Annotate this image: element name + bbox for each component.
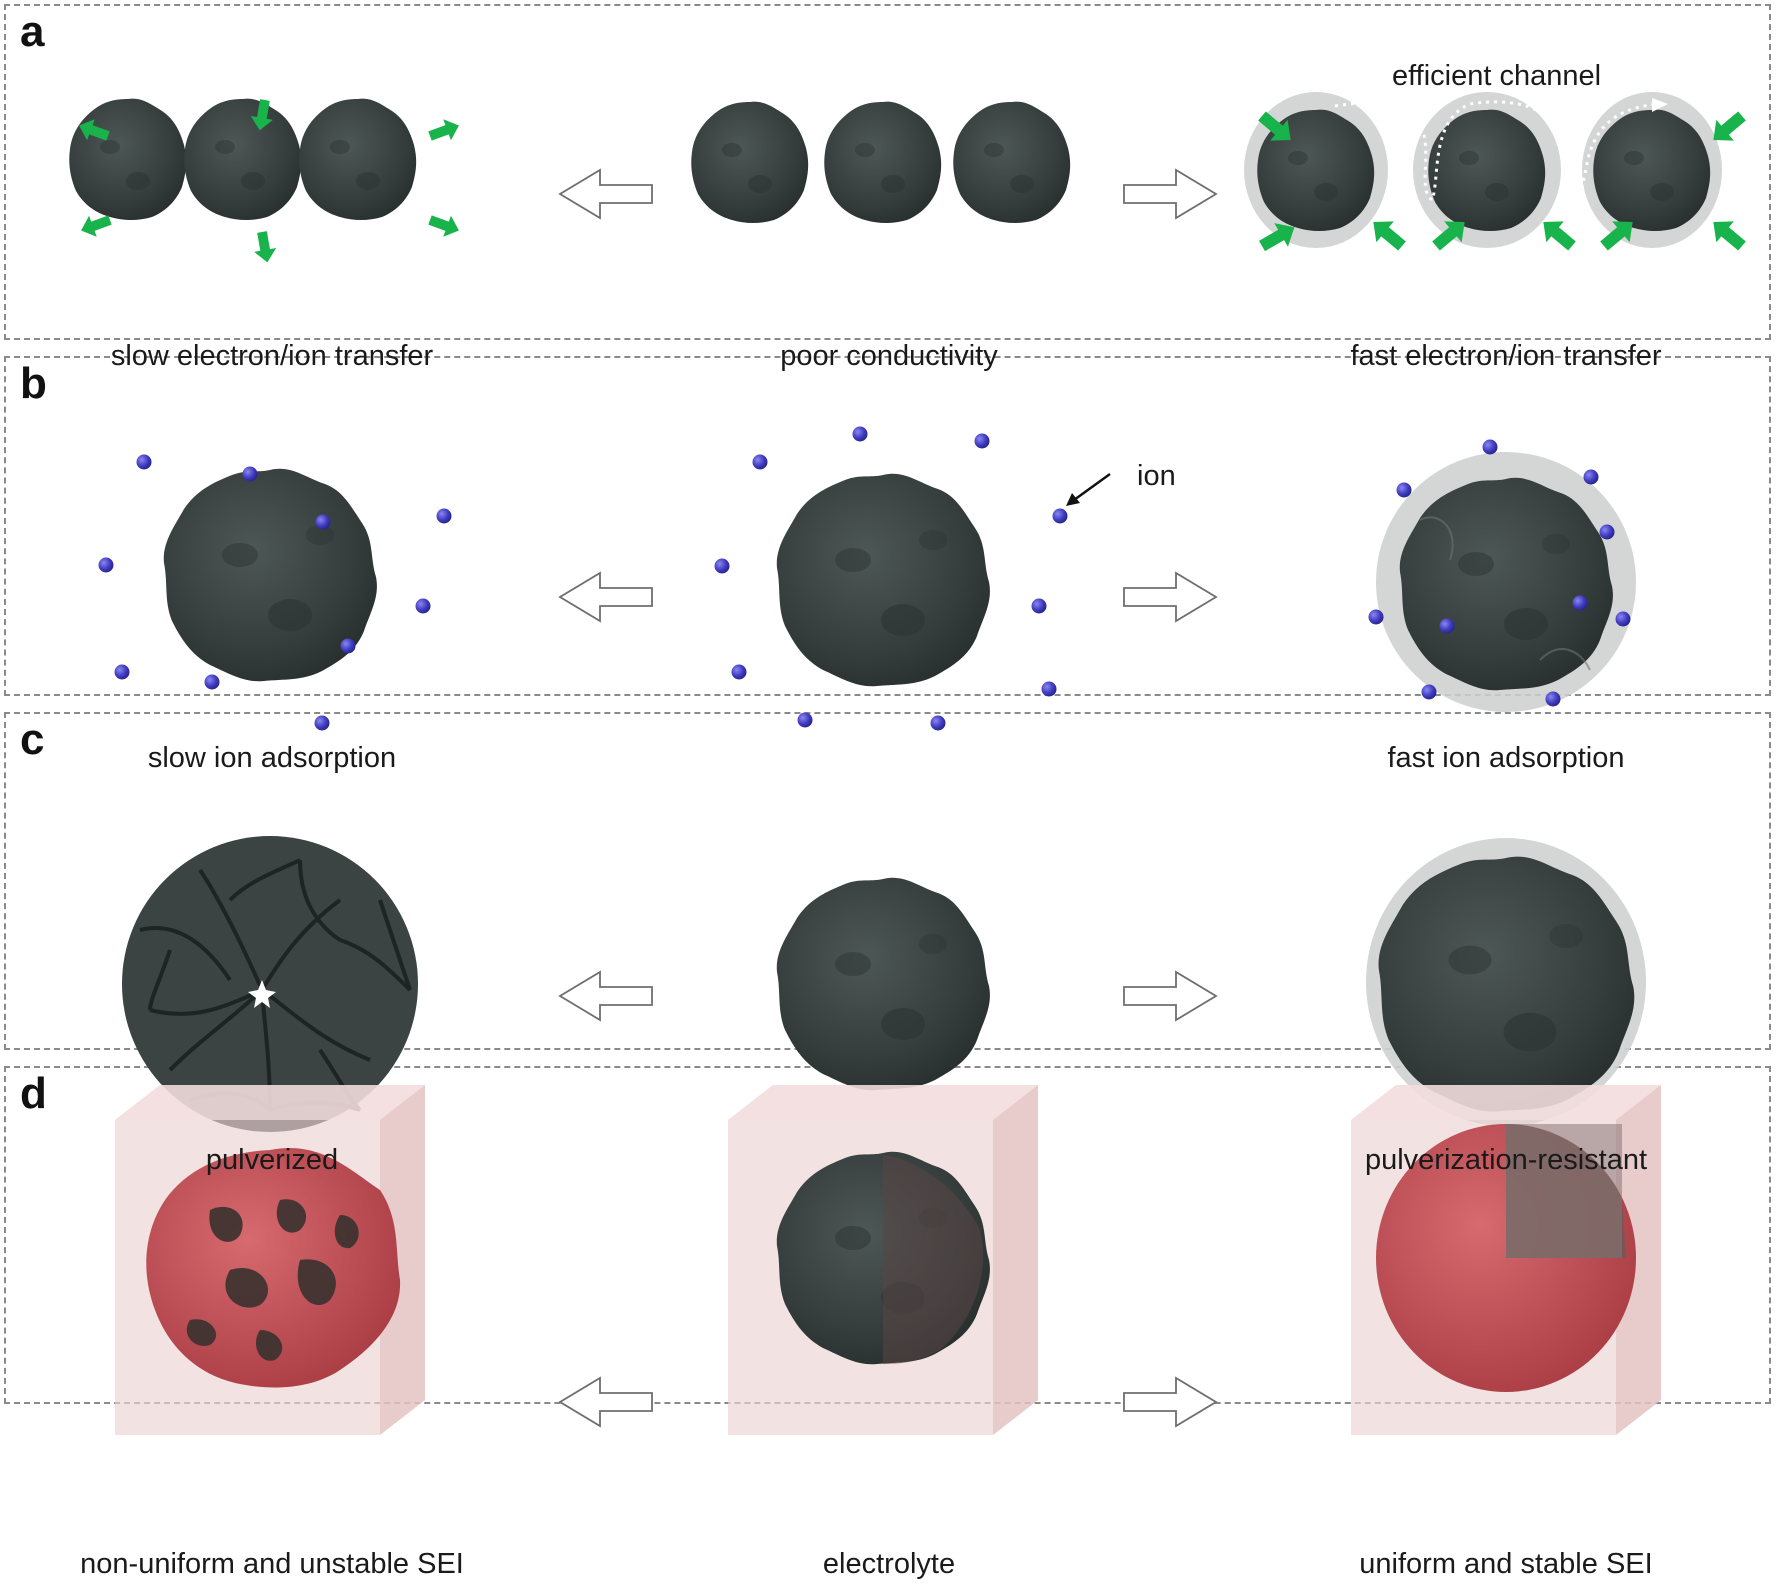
- hollow-arrow-icon: [1123, 971, 1217, 1021]
- panel-c-pulverized-sphere: [122, 836, 418, 1132]
- hollow-arrow-icon: [1123, 572, 1217, 622]
- hollow-arrow-icon: [1123, 169, 1217, 219]
- panel-c-center-particle: [776, 877, 990, 1091]
- hollow-arrow-icon: [559, 1377, 653, 1427]
- hollow-arrow-icon: [559, 169, 653, 219]
- panel-c-letter: c: [20, 715, 45, 764]
- panel-d-center-box: [728, 1085, 1038, 1435]
- caption-a-right: fast electron/ion transfer: [1350, 340, 1662, 372]
- panel-b: b: [4, 356, 1771, 696]
- hollow-arrow-icon: [559, 572, 653, 622]
- caption-b-left: slow ion adsorption: [147, 742, 397, 774]
- caption-d-center: electrolyte: [822, 1548, 956, 1580]
- ion-pointer-arrow: [1066, 472, 1111, 506]
- panel-d-right-box: [1351, 1085, 1661, 1435]
- panel-a: a: [4, 4, 1771, 340]
- panel-a-center-particles: [691, 101, 1071, 223]
- panel-a-right-coated-particles: [1244, 92, 1722, 248]
- panel-b-letter: b: [20, 359, 47, 408]
- caption-c-right: pulverization-resistant: [1364, 1144, 1648, 1176]
- caption-c-left: pulverized: [205, 1144, 339, 1176]
- caption-b-right: fast ion adsorption: [1387, 742, 1625, 774]
- hollow-arrow-icon: [559, 971, 653, 1021]
- efficient-channel-label: efficient channel: [1392, 60, 1602, 92]
- caption-d-right: uniform and stable SEI: [1359, 1548, 1653, 1580]
- panel-a-left-particles: [69, 98, 417, 220]
- panel-a-letter: a: [20, 7, 45, 56]
- panel-c-coated-particle: [1366, 838, 1646, 1126]
- hollow-arrow-icon: [1123, 1377, 1217, 1427]
- ion-label: ion: [1137, 460, 1176, 492]
- panel-d-letter: d: [20, 1069, 47, 1118]
- panel-d-left-box: [115, 1085, 425, 1435]
- caption-a-left: slow electron/ion transfer: [110, 340, 434, 372]
- caption-d-left: non-uniform and unstable SEI: [80, 1548, 464, 1580]
- panel-b-right-coated-particle: [1376, 452, 1636, 712]
- panel-b-center-particle: [776, 473, 990, 687]
- caption-a-center: poor conductivity: [780, 340, 998, 372]
